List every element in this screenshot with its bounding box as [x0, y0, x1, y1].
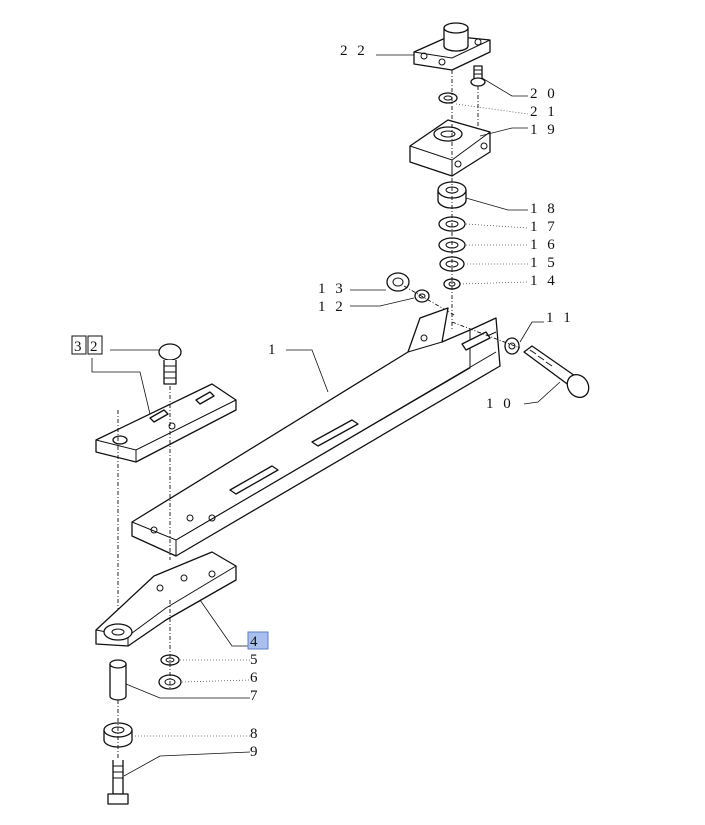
part-2-bolt — [158, 343, 182, 385]
callout-13[interactable]: 1 3 — [318, 281, 346, 297]
axis-line-12-13 — [403, 285, 457, 317]
callout-1[interactable]: 1 — [268, 342, 279, 358]
callout-5[interactable]: 5 — [250, 652, 261, 668]
callout-3[interactable]: 3 — [74, 339, 85, 355]
callout-9[interactable]: 9 — [250, 744, 261, 760]
part-22-pivot-pin — [413, 22, 491, 71]
callout-12[interactable]: 1 2 — [318, 299, 346, 315]
callout-7[interactable]: 7 — [250, 688, 261, 704]
part-8-nut — [103, 722, 133, 748]
part-18-bushing — [437, 181, 467, 209]
part-4-lower-plate — [95, 551, 237, 647]
callout-box-2 — [87, 335, 103, 355]
part-20-screw — [470, 65, 486, 87]
leader-lines — [91, 54, 561, 777]
callout-22[interactable]: 2 2 — [340, 43, 368, 59]
part-9-bolt — [107, 760, 129, 805]
callout-6[interactable]: 6 — [250, 670, 261, 686]
callout-21[interactable]: 2 1 — [530, 104, 558, 120]
part-13-nut — [386, 272, 410, 292]
callout-16[interactable]: 1 6 — [530, 237, 558, 253]
axis-line-bolt-10 — [451, 321, 521, 349]
callout-15[interactable]: 1 5 — [530, 255, 558, 271]
callout-8[interactable]: 8 — [250, 726, 261, 742]
callout-11[interactable]: 1 1 — [546, 310, 574, 326]
part-10-bolt — [523, 345, 590, 399]
part-1-main-bracket — [131, 307, 501, 557]
callout-18[interactable]: 1 8 — [530, 201, 558, 217]
part-19-clamp-block — [409, 119, 491, 177]
callout-14[interactable]: 1 4 — [530, 273, 558, 289]
callout-10[interactable]: 1 0 — [486, 396, 514, 412]
part-7-spacer — [109, 659, 127, 701]
callout-17[interactable]: 1 7 — [530, 219, 558, 235]
callout-19[interactable]: 1 9 — [530, 122, 558, 138]
callout-4[interactable]: 4 — [250, 634, 261, 650]
callout-2[interactable]: 2 — [90, 339, 101, 355]
part-3-plate — [95, 383, 237, 463]
part-11-washer — [504, 337, 520, 355]
highlight-box — [247, 631, 269, 650]
callout-box-3 — [71, 335, 87, 355]
callout-20[interactable]: 2 0 — [530, 86, 558, 102]
part-21-washer — [438, 92, 458, 104]
